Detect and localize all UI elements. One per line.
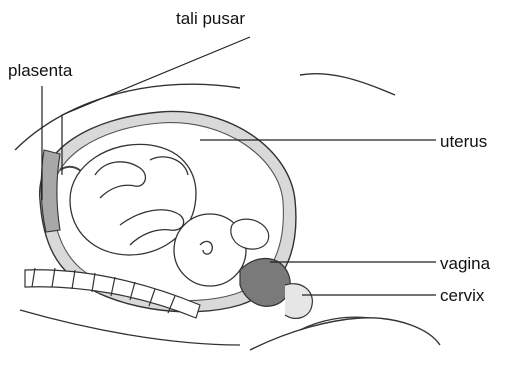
placenta-shape	[41, 150, 60, 232]
leader-tali-pusar	[62, 37, 250, 115]
label-tali-pusar: tali pusar	[176, 10, 245, 27]
label-cervix: cervix	[440, 287, 484, 304]
label-plasenta: plasenta	[8, 62, 72, 79]
label-vagina: vagina	[440, 255, 490, 272]
label-uterus: uterus	[440, 133, 487, 150]
